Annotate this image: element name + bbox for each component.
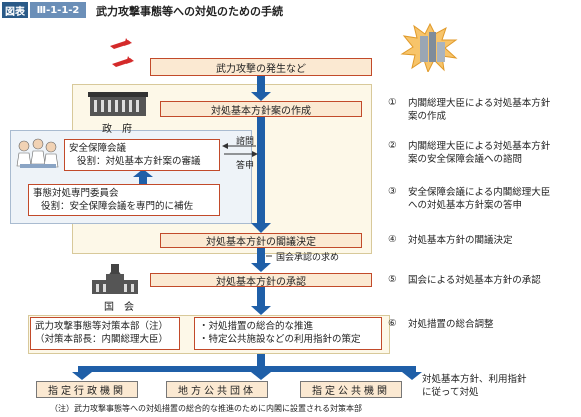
note-1: 内閣総理大臣による対処基本方針案の作成 bbox=[408, 98, 551, 122]
security-council-title: 安全保障会議 bbox=[69, 143, 127, 154]
security-council-role: 役割：対処基本方針案の審議 bbox=[77, 156, 201, 167]
note-6-num: ⑥ bbox=[388, 318, 397, 329]
hq-line1: 武力攻撃事態等対策本部（注） bbox=[35, 321, 169, 332]
expert-committee-box: 事態対処専門委員会 役割：安全保障会議を専門的に補佐 bbox=[28, 184, 220, 216]
expert-committee-role: 役割：安全保障会議を専門的に補佐 bbox=[41, 201, 194, 212]
figure-number: Ⅲ-1-1-2 bbox=[30, 2, 86, 18]
note-3: 安全保障会議による内閣総理大臣への対処基本方針案の答申 bbox=[408, 187, 551, 211]
footnote: （注）武力攻撃事態等への対処措置の総合的な推進のために内閣に設置される対策本部 bbox=[50, 404, 362, 413]
agency-instruction-note: 対処基本方針、利用指針に従って対処 bbox=[422, 374, 527, 398]
report-label: 答申 bbox=[236, 161, 255, 171]
security-council-box: 安全保障会議 役割：対処基本方針案の審議 bbox=[64, 139, 220, 171]
note-1-num: ① bbox=[388, 97, 397, 108]
diet-approval-box: 対処基本方針の承認 bbox=[150, 273, 372, 288]
explosion-city-icon bbox=[400, 22, 458, 72]
note-5: 国会による対処基本方針の承認 bbox=[408, 275, 541, 286]
hq-task2: ・特定公共施設などの利用指針の策定 bbox=[199, 334, 361, 345]
consult-label: 諮問 bbox=[236, 137, 255, 147]
meeting-people-icon bbox=[16, 138, 59, 168]
note-4-num: ④ bbox=[388, 234, 397, 245]
hq-box: 武力攻撃事態等対策本部（注） （対策本部長：内閣総理大臣） bbox=[30, 317, 180, 350]
note-5-num: ⑤ bbox=[388, 274, 397, 285]
draft-policy-box: 対処基本方針案の作成 bbox=[160, 101, 362, 117]
diet-request-label: 国会承認の求め bbox=[276, 253, 340, 263]
attack-occurrence-box: 武力攻撃の発生など bbox=[150, 58, 372, 76]
note-6: 対処措置の総合調整 bbox=[408, 319, 494, 330]
government-building-icon bbox=[88, 92, 148, 116]
figure-tag: 図表 bbox=[2, 2, 28, 18]
note-2-num: ② bbox=[388, 140, 397, 151]
hq-line2: （対策本部長：内閣総理大臣） bbox=[35, 334, 169, 345]
diet-label: 国 会 bbox=[104, 302, 134, 313]
agency-designated-public: 指定公共機関 bbox=[300, 381, 402, 398]
diet-building-icon bbox=[92, 264, 138, 294]
hq-tasks-box: ・対処措置の総合的な推進 ・特定公共施設などの利用指針の策定 bbox=[194, 317, 382, 350]
hq-task1: ・対処措置の総合的な推進 bbox=[199, 321, 314, 332]
note-2: 内閣総理大臣による対処基本方針案の安全保障会議への諮問 bbox=[408, 141, 551, 165]
note-4: 対処基本方針の閣議決定 bbox=[408, 235, 513, 246]
missile-icon bbox=[110, 38, 134, 67]
government-label: 政 府 bbox=[102, 124, 132, 135]
figure-title: 武力攻撃事態等への対処のための手続 bbox=[96, 5, 283, 18]
expert-committee-title: 事態対処専門委員会 bbox=[33, 188, 119, 199]
agency-designated-admin: 指定行政機関 bbox=[36, 381, 138, 398]
cabinet-decision-box: 対処基本方針の閣議決定 bbox=[160, 233, 362, 248]
agency-local-government: 地方公共団体 bbox=[166, 381, 268, 398]
note-3-num: ③ bbox=[388, 186, 397, 197]
